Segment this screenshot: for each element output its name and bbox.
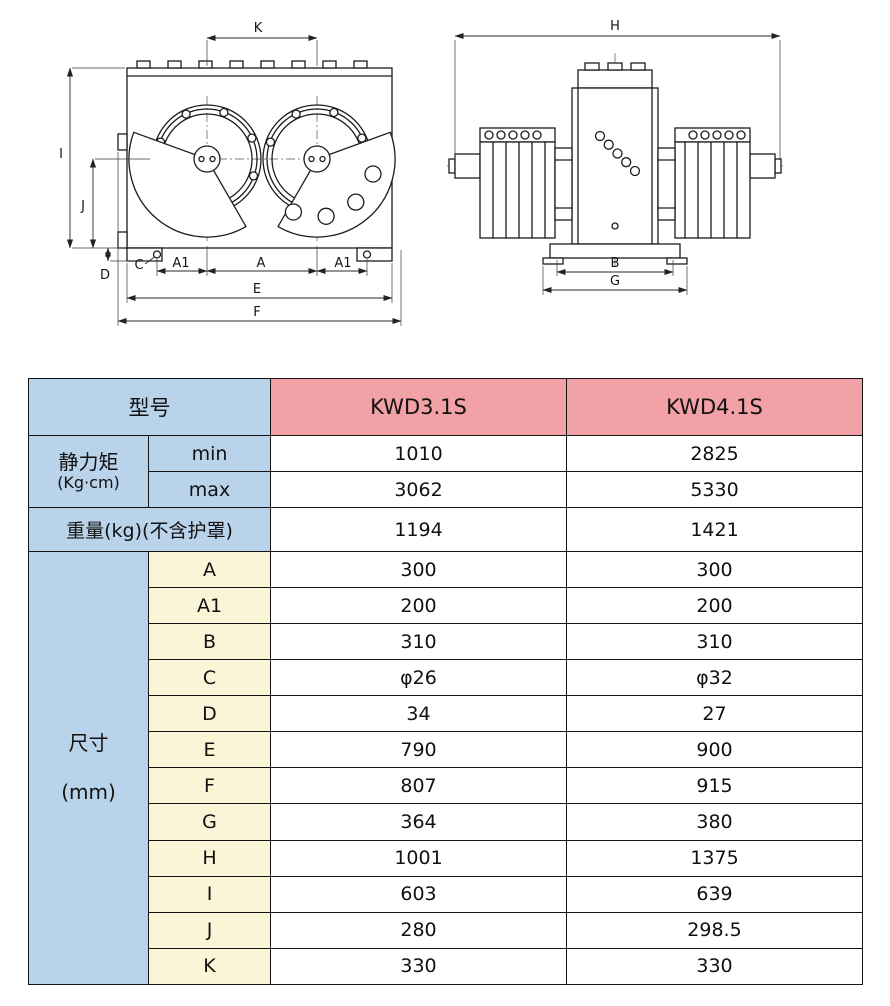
row-sub-label: min [148,434,271,473]
cell-value: 364 [270,803,567,841]
front-housing [117,60,393,262]
row-sub-label: K [148,947,271,986]
model-name-kwd41s: KWD4.1S [566,378,863,436]
dim-label-d: D [100,268,110,283]
eccentric-weights [128,131,396,238]
cell-value: φ32 [566,659,863,697]
dim-label-f: F [253,305,260,320]
static-moment-unit: (Kg·cm) [57,473,120,493]
cell-value: 200 [270,587,567,625]
cell-value: 298.5 [566,911,863,949]
dim-label-h: H [610,19,620,34]
static-moment-max-row: max 3062 5330 [29,471,863,509]
cell-value: 310 [566,623,863,661]
cell-value: 330 [270,947,567,986]
side-body [571,62,659,245]
cell-value: 380 [566,803,863,841]
dim-row-f: F 807 915 [29,767,863,805]
side-view-drawing: H B G [447,19,783,295]
cell-value: 310 [270,623,567,661]
dimensions-unit: (mm) [61,780,116,805]
weight-row: 重量(kg)(不含护罩) 1194 1421 [28,507,863,553]
right-weight-stack [657,127,782,239]
cell-value: 790 [270,731,567,769]
dim-label-a1-right: A1 [334,256,351,271]
cell-value: 1194 [270,507,567,553]
dim-row-b: B 310 310 [29,623,863,661]
dim-label-g: G [610,274,620,289]
cell-value: 280 [270,911,567,949]
cell-value: 3062 [270,471,567,509]
dim-label-k: K [254,21,263,36]
row-sub-label: A [148,551,271,589]
row-sub-label: G [148,803,271,841]
cell-value: 1375 [566,839,863,877]
cell-value: 1421 [566,507,863,553]
cell-value: 300 [566,551,863,589]
dim-row-j: J 280 298.5 [29,911,863,949]
dim-row-h: H 1001 1375 [29,839,863,877]
model-header-label: 型号 [28,378,271,436]
side-dimensions: H B G [454,19,781,295]
row-sub-label: max [148,471,271,509]
row-sub-label: I [148,875,271,913]
cell-value: 27 [566,695,863,733]
dimensions-label: 尺寸 (mm) [28,551,149,985]
dim-label-j: J [80,199,85,214]
cell-value: 900 [566,731,863,769]
static-moment-min-row: 静力矩 (Kg·cm) min 1010 2825 [28,434,863,509]
row-sub-label: J [148,911,271,949]
row-sub-label: E [148,731,271,769]
dim-row-k: K 330 330 [29,947,863,986]
dim-row-i: I 603 639 [29,875,863,913]
left-weight-stack [448,127,573,239]
dim-label-a1-left: A1 [172,256,189,271]
dim-row-d: D 34 27 [29,695,863,733]
table-header-row: 型号 KWD3.1S KWD4.1S [28,378,863,436]
side-base [542,243,688,265]
row-sub-label: D [148,695,271,733]
front-view-drawing: K I J D C A1 A A1 [59,21,402,326]
cell-value: 807 [270,767,567,805]
cell-value: 639 [566,875,863,913]
dim-label-a: A [257,256,266,271]
dim-label-c: C [134,258,143,273]
front-dimensions: K I J D C A1 A A1 [59,21,402,326]
dim-label-e: E [253,282,261,297]
cell-value: 300 [270,551,567,589]
cell-value: 5330 [566,471,863,509]
dim-row-c: C φ26 φ32 [29,659,863,697]
cell-value: 1010 [270,434,567,473]
cell-value: 200 [566,587,863,625]
dim-row-e: E 790 900 [29,731,863,769]
top-bolt-tabs [136,60,368,69]
dim-row-g: G 364 380 [29,803,863,841]
cell-value: φ26 [270,659,567,697]
static-moment-label: 静力矩 (Kg·cm) [28,434,149,509]
dim-row-a1: A1 200 200 [29,587,863,625]
cell-value: 330 [566,947,863,986]
cell-value: 915 [566,767,863,805]
dim-row-a: 尺寸 (mm) A 300 300 [28,551,863,985]
cell-value: 603 [270,875,567,913]
row-sub-label: A1 [148,587,271,625]
row-sub-label: C [148,659,271,697]
row-sub-label: H [148,839,271,877]
cell-value: 34 [270,695,567,733]
spec-table: 型号 KWD3.1S KWD4.1S 静力矩 (Kg·cm) min 1010 … [28,378,863,986]
technical-drawings: K I J D C A1 A A1 [0,0,890,372]
dim-label-i: I [59,147,63,162]
weight-label: 重量(kg)(不含护罩) [28,507,271,553]
dim-label-b: B [611,256,620,271]
model-name-kwd31s: KWD3.1S [270,378,567,436]
dimensions-name: 尺寸 [68,731,109,756]
row-sub-label: F [148,767,271,805]
cell-value: 2825 [566,434,863,473]
static-moment-name: 静力矩 [58,450,119,475]
cell-value: 1001 [270,839,567,877]
row-sub-label: B [148,623,271,661]
